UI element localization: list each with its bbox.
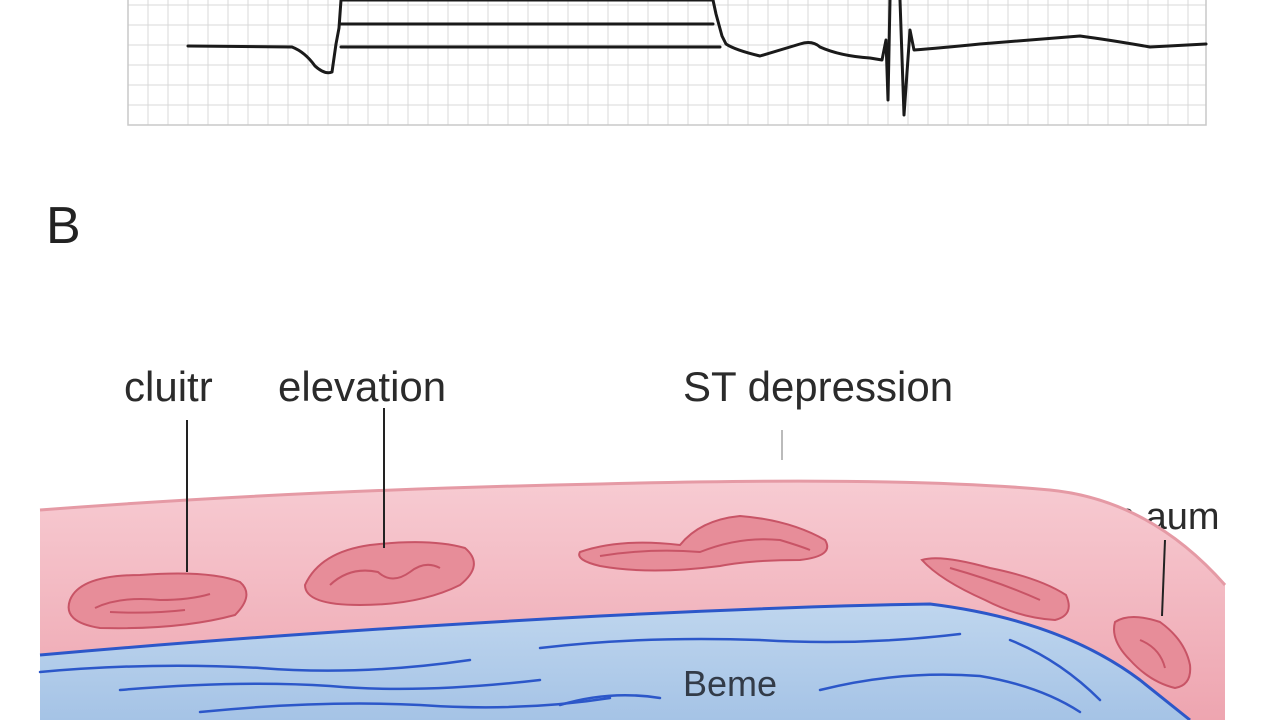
pointer-lines: [186, 408, 1166, 617]
pointer-ellem-aum: [1161, 539, 1166, 617]
label-cluitr: cluitr: [124, 363, 213, 410]
vessels: [38, 632, 1102, 714]
panel-b-label: B: [46, 197, 81, 255]
lesion-2: [303, 541, 475, 607]
ecg-grid-border: [127, 0, 1207, 126]
ecg-trace: [186, 0, 1208, 117]
lesion-1-inner: [94, 593, 211, 614]
label-st-depression: ST depression: [683, 363, 954, 410]
lesion-4-inner: [949, 567, 1041, 601]
myocardium-edge: [39, 479, 1227, 586]
label-beme: Beme: [683, 663, 778, 704]
lesion-5: [1113, 616, 1192, 690]
lesion-1: [67, 572, 248, 630]
lesion-4: [920, 557, 1070, 622]
lesion-5-inner: [1139, 639, 1166, 669]
lesions: [67, 514, 1192, 690]
lesion-3: [578, 514, 829, 572]
ecg-panel: [127, 0, 1208, 126]
lesion-2-inner: [329, 563, 441, 586]
ecg-grid: [127, 0, 1207, 126]
blood-layer-edge: [39, 602, 1191, 720]
lesion-3-inner: [599, 538, 811, 557]
label-elevation: elevation: [278, 363, 447, 410]
tissue-illustration: [38, 408, 1227, 720]
